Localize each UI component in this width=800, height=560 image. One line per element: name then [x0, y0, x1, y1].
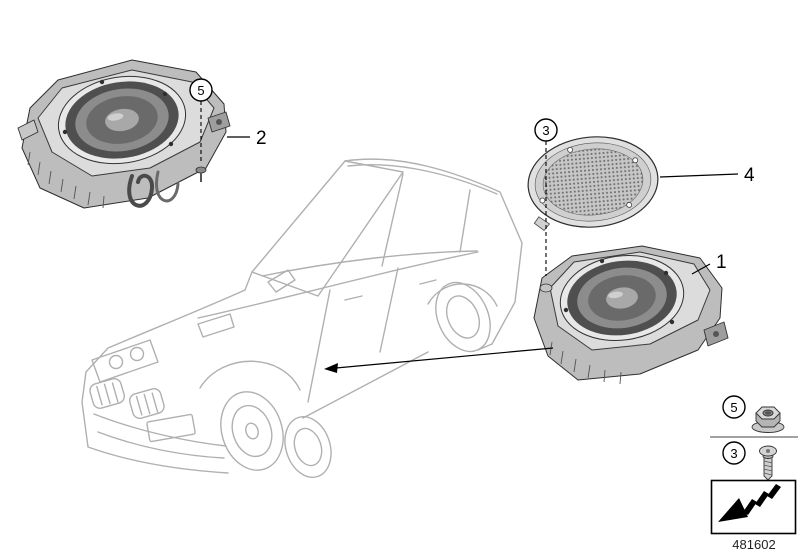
cover-screw-holes: [539, 146, 639, 208]
subwoofer1-mount-boss: [539, 283, 553, 293]
subwoofer2-cable-loop-1: [127, 173, 155, 208]
car-door-handle-front: [344, 295, 363, 301]
car-outline-drawing: [81, 158, 523, 478]
diagram-number: 481602: [732, 537, 775, 552]
subwoofer2-flange-screws: [62, 79, 174, 147]
car-rear-door-seam: [379, 267, 399, 353]
travel-direction-box: [710, 479, 797, 535]
subwoofer2-cable-loop-2: [155, 170, 180, 203]
location-arrow: [324, 347, 554, 373]
car-side-window-sill: [261, 250, 478, 277]
car-front-wheel-far: [284, 416, 332, 478]
car-headlight-ring-2: [129, 346, 145, 362]
car-headlight-near: [91, 339, 159, 383]
subwoofer-assembly-1-illustration: [533, 245, 729, 385]
callout-2-label[interactable]: 2: [256, 128, 267, 149]
legend-screw-label[interactable]: 3: [730, 446, 737, 461]
callout-3-circled[interactable]: 3: [534, 118, 558, 276]
car-b-pillar: [381, 173, 404, 267]
travel-direction-arrow-icon: [718, 484, 781, 522]
car-c-pillar: [459, 189, 471, 253]
cover-grille-mesh: [542, 148, 644, 216]
location-arrowhead: [324, 363, 338, 373]
callout-2[interactable]: 2: [227, 128, 267, 149]
car-windshield: [251, 160, 404, 297]
car-beltline: [197, 251, 479, 319]
car-side-window-top: [347, 164, 498, 195]
subwoofer1-dust-cap-highlight: [608, 291, 623, 299]
legend-row-nut[interactable]: 5: [722, 395, 785, 433]
car-headlight-far: [197, 313, 235, 338]
subwoofer1-flange-screws: [563, 258, 675, 325]
subwoofer2-housing-ribs: [27, 151, 105, 209]
car-front-wheel-arch: [199, 360, 301, 391]
callout-4-label[interactable]: 4: [744, 165, 755, 186]
callout-4[interactable]: 4: [659, 165, 755, 186]
fastener-legend: 5 3: [710, 395, 798, 535]
callout-5-label[interactable]: 5: [197, 83, 204, 98]
car-front-door-seam: [307, 289, 331, 403]
car-front-bumper: [81, 371, 229, 474]
subwoofer2-connector-hole: [216, 119, 222, 125]
callout-3-label[interactable]: 3: [542, 123, 549, 138]
car-kidney-grille-right: [128, 388, 165, 419]
callout-1[interactable]: 1: [691, 252, 727, 275]
car-kidney-grille-left: [89, 378, 126, 409]
car-rear-wheel: [435, 281, 491, 353]
car-intake-line-2: [97, 431, 225, 459]
subwoofer2-left-bracket: [17, 119, 39, 141]
car-front-wheel-near: [220, 391, 284, 471]
legend-nut-label[interactable]: 5: [730, 400, 737, 415]
subwoofer-assembly-2-illustration: [17, 59, 231, 209]
car-door-handle-rear: [419, 279, 437, 285]
car-intake-line-1: [93, 413, 227, 447]
subwoofer1-connector-hole: [713, 331, 719, 337]
screw-icon: [759, 445, 777, 481]
callout-5-circled[interactable]: 5: [189, 78, 213, 164]
car-headlight-ring-1: [108, 354, 124, 370]
cover-tab: [533, 216, 551, 231]
subwoofer2-mount-screw: [195, 166, 207, 182]
subwoofer2-driver: [57, 75, 187, 165]
car-rocker-line: [302, 351, 429, 419]
callout-1-label[interactable]: 1: [716, 252, 727, 273]
subwoofer2-dust-cap-highlight: [107, 113, 124, 121]
subwoofer1-driver: [559, 255, 685, 341]
legend-row-screw[interactable]: 3: [722, 441, 777, 481]
subwoofer1-housing-ribs: [549, 341, 622, 385]
car-mirror: [267, 269, 296, 293]
flange-nut-icon: [751, 406, 785, 433]
car-license-plate: [146, 413, 196, 443]
speaker-cover-illustration: [527, 136, 659, 231]
